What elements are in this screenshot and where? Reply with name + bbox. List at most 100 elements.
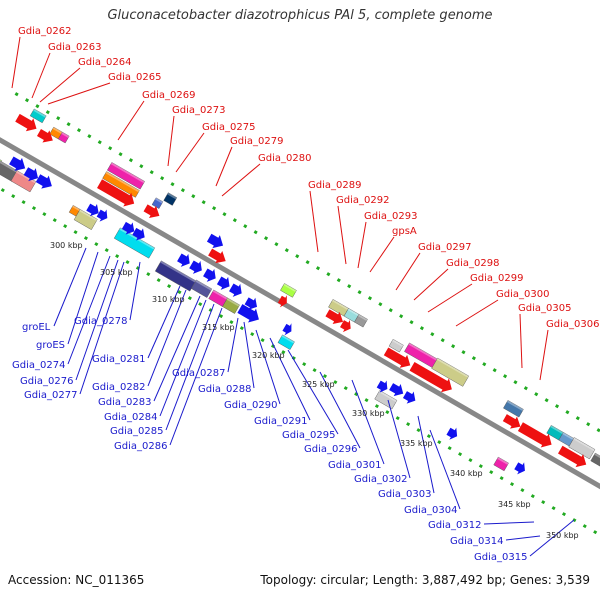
gene-highlight	[72, 205, 81, 212]
label-lines	[11, 36, 575, 557]
genome-backbone	[0, 137, 600, 490]
label-line	[117, 100, 145, 141]
gene-highlight	[110, 162, 145, 184]
guide-dots-top	[14, 92, 600, 433]
gene-label: groEL	[22, 322, 51, 333]
gene-arrow	[208, 248, 226, 264]
gene-tracks	[0, 92, 600, 537]
label-line	[351, 379, 385, 465]
gene-block	[244, 297, 258, 310]
gene-label: Gdia_0263	[48, 42, 101, 53]
gene-box	[58, 131, 70, 144]
gene-block	[383, 347, 411, 368]
gene-label: Gdia_0264	[78, 57, 131, 68]
gene-block	[389, 383, 404, 397]
scale-label: 320 kbp	[252, 351, 285, 360]
gene-block	[590, 452, 600, 468]
gene-label: Gdia_0314	[450, 536, 503, 547]
gene-box	[431, 357, 470, 387]
gene-block	[503, 400, 524, 418]
gene-highlight	[212, 289, 228, 300]
gene-block	[340, 320, 351, 333]
gene-block	[97, 179, 135, 207]
gene-label: Gdia_0279	[230, 136, 283, 147]
gene-block	[151, 197, 164, 209]
gene-label: Gdia_0284	[104, 412, 157, 423]
gene-box	[73, 209, 98, 230]
gene-block	[49, 126, 63, 140]
label-line	[287, 349, 339, 435]
gene-arrow	[446, 427, 458, 440]
gene-arrow	[502, 414, 521, 429]
gene-label: Gdia_0273	[172, 105, 225, 116]
label-line	[505, 535, 541, 541]
gene-highlight	[0, 160, 19, 174]
gene-block	[558, 445, 587, 468]
gene-block	[493, 456, 509, 472]
label-line	[455, 299, 499, 327]
gene-label: Gdia_0275	[202, 122, 255, 133]
label-line	[529, 519, 575, 557]
gene-label: gpsA	[392, 226, 417, 237]
gene-highlight	[105, 171, 140, 193]
gene-highlight	[408, 342, 439, 362]
gene-block	[36, 129, 53, 143]
gene-label: Gdia_0285	[110, 426, 163, 437]
label-line	[413, 268, 449, 301]
gene-highlight	[155, 197, 163, 204]
gene-block	[282, 323, 292, 336]
gene-arrow	[132, 227, 145, 241]
gene-label: Gdia_0302	[354, 474, 407, 485]
gene-box	[374, 390, 398, 410]
gene-label: Gdia_0283	[98, 397, 151, 408]
gene-highlight	[79, 209, 98, 222]
scale-label: 330 kbp	[352, 409, 385, 418]
gene-block	[409, 362, 452, 393]
gene-arrow	[15, 113, 37, 132]
gene-block	[132, 227, 145, 241]
gene-box	[107, 162, 145, 190]
gene-label: Gdia_0306	[546, 319, 599, 330]
gene-block	[404, 342, 440, 369]
gene-box	[388, 338, 404, 353]
gene-highlight	[160, 260, 196, 283]
scale-label: 340 kbp	[450, 469, 483, 478]
gene-block	[354, 314, 368, 328]
label-line	[67, 255, 111, 365]
scale-label: 315 kbp	[202, 323, 235, 332]
gene-box	[29, 108, 47, 124]
gene-block	[35, 174, 52, 189]
gene-block	[376, 380, 388, 393]
gene-arrow	[96, 209, 108, 222]
gene-arrow	[409, 362, 452, 393]
label-line	[309, 190, 319, 253]
gene-block	[208, 248, 226, 264]
gene-block	[121, 221, 135, 235]
gene-arrow	[389, 383, 404, 397]
scale-label: 310 kbp	[152, 295, 185, 304]
label-line	[395, 252, 421, 291]
scale-label: 325 kbp	[302, 380, 335, 389]
label-line	[483, 521, 535, 525]
gene-label: Gdia_0282	[92, 382, 145, 393]
label-line	[169, 307, 223, 446]
gene-box	[163, 192, 178, 206]
scale-label: 345 kbp	[498, 500, 531, 509]
gene-block	[568, 437, 596, 460]
gene-box	[568, 437, 596, 460]
gene-box	[222, 297, 240, 314]
gene-arrow	[558, 445, 587, 468]
gene-arrow	[340, 320, 351, 333]
gene-highlight	[331, 299, 349, 311]
gene-arrow	[35, 174, 52, 189]
gene-box	[102, 171, 140, 198]
gene-arrow	[143, 204, 160, 218]
gene-block	[191, 279, 213, 298]
label-line	[357, 221, 367, 269]
guide-dots-bottom	[0, 186, 600, 537]
gene-block	[23, 167, 39, 182]
gene-label: Gdia_0278	[74, 316, 127, 327]
gene-arrow	[86, 203, 99, 217]
